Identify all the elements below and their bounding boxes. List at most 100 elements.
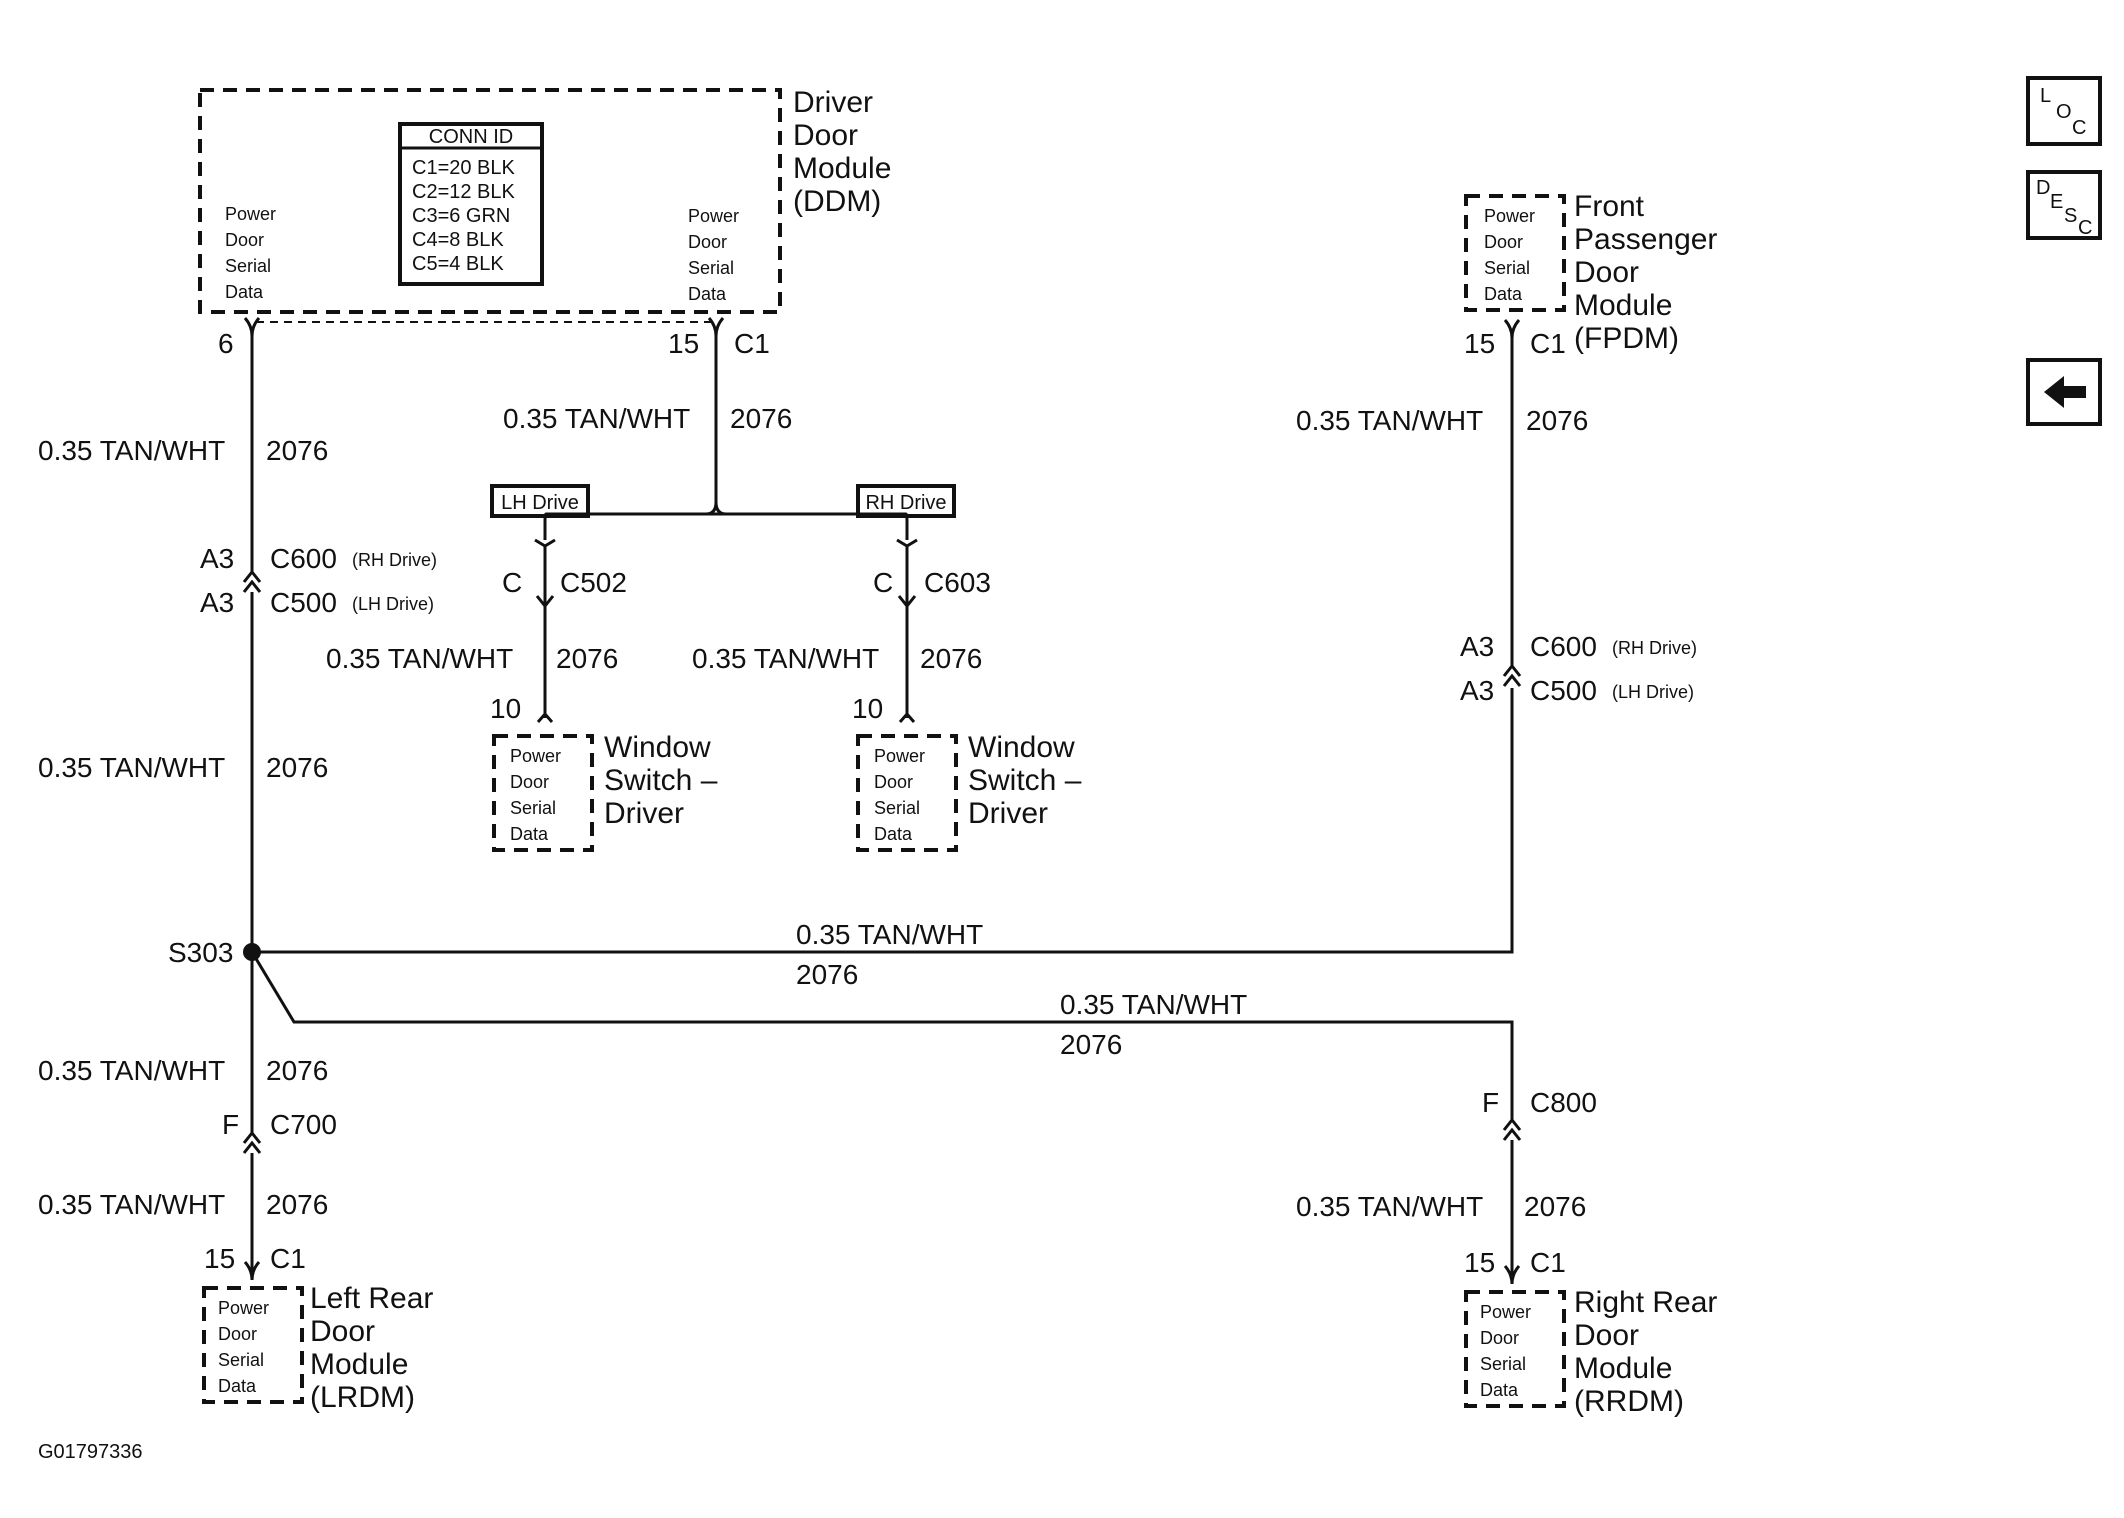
lrdm-name: (LRDM) — [310, 1381, 415, 1414]
rrdm-name: Door — [1574, 1319, 1639, 1352]
ddm-left-pin-label: Door — [225, 230, 264, 250]
c800-pin: F — [1482, 1087, 1499, 1118]
figure-id: G01797336 — [38, 1441, 143, 1463]
fpdm-pin-symbol — [1503, 319, 1521, 339]
switch-rh-pin-symbol — [898, 711, 916, 723]
description-button[interactable]: D E S C — [2026, 170, 2102, 240]
inline-connector-symbol — [1502, 663, 1522, 687]
switch-rh-pin-label: Serial — [874, 798, 920, 818]
switch-lh-pin-label: Power — [510, 746, 561, 766]
switch-rh-pin-label: Door — [874, 772, 913, 792]
wire-circuit: 2076 — [556, 643, 618, 674]
switch-rh-name: Driver — [968, 797, 1048, 830]
ddm-left-pin-label: Serial — [225, 256, 271, 276]
wire-circuit: 2076 — [266, 1055, 328, 1086]
c800-symbol — [1502, 1117, 1522, 1141]
wire-spec: 0.35 TAN/WHT — [38, 1189, 225, 1220]
fpdm-pin-label: Data — [1484, 284, 1523, 304]
wire-spec: 0.35 TAN/WHT — [326, 643, 513, 674]
c603-conn: C603 — [924, 567, 991, 598]
wire-spec: 0.35 TAN/WHT — [503, 403, 690, 434]
ddm-right-pin-label: Door — [688, 232, 727, 252]
left-rear-door-module: 15 C1 Power Door Serial Data Left Rear D… — [202, 1243, 433, 1414]
ddm-right-pin-symbol — [707, 317, 725, 337]
wire-segment — [252, 688, 1514, 954]
switch-rh-name: Window — [968, 731, 1075, 764]
switch-rh-outline — [856, 734, 958, 852]
switch-lh-pin-symbol — [536, 711, 554, 723]
wire-circuit: 2076 — [266, 752, 328, 783]
switch-rh-name: Switch – — [968, 764, 1082, 797]
lrdm-conn: C1 — [270, 1243, 306, 1274]
driver-door-module: CONN ID C1=20 BLK C2=12 BLK C3=6 GRN C4=… — [198, 86, 891, 359]
fpdm-pin-label: Power — [1484, 206, 1535, 226]
rrdm-pin-label: Data — [1480, 1380, 1519, 1400]
switch-rh-pin-label: Data — [874, 824, 913, 844]
inline-conn: C600 — [1530, 631, 1597, 662]
description-button-frame[interactable] — [2026, 170, 2102, 240]
switch-lh-name: Switch – — [604, 764, 718, 797]
fpdm-name: Module — [1574, 289, 1672, 322]
location-button[interactable]: L O C — [2026, 76, 2102, 146]
rrdm-name: Right Rear — [1574, 1286, 1717, 1319]
ddm-right-pin-label: Data — [688, 284, 727, 304]
c502-top-symbol — [534, 538, 556, 548]
fpdm-name: Passenger — [1574, 223, 1717, 256]
wire-spec: 0.35 TAN/WHT — [1296, 1191, 1483, 1222]
wire-circuit: 2076 — [796, 959, 858, 990]
ddm-left-pin-symbol — [243, 317, 261, 337]
lrdm-outline — [202, 1286, 304, 1404]
fpdm-name: Front — [1574, 190, 1645, 223]
inline-connector-symbol — [242, 569, 262, 593]
switch-lh-name: Driver — [604, 797, 684, 830]
conn-id-header: CONN ID — [429, 126, 513, 148]
wire-circuit: 2076 — [266, 435, 328, 466]
inline-note: (LH Drive) — [352, 594, 434, 614]
c700-symbol — [242, 1130, 262, 1154]
location-button-frame[interactable] — [2026, 76, 2102, 146]
switch-lh-name: Window — [604, 731, 711, 764]
rrdm-pin-label: Power — [1480, 1302, 1531, 1322]
ddm-left-pin-label: Data — [225, 282, 264, 302]
rh-drive-label: RH Drive — [865, 492, 946, 514]
fpdm-pin-label: Door — [1484, 232, 1523, 252]
conn-id-row: C1=20 BLK — [412, 157, 516, 179]
rrdm-name: Module — [1574, 1352, 1672, 1385]
splice-to-fpdm-wire: 0.35 TAN/WHT 2076 — [252, 688, 1514, 990]
switch-rh-pin-label: Power — [874, 746, 925, 766]
fpdm-conn: C1 — [1530, 328, 1566, 359]
switch-lh-outline — [492, 734, 594, 852]
ddm-left-pin-label: Power — [225, 204, 276, 224]
inline-note: (RH Drive) — [1612, 638, 1697, 658]
wire-spec: 0.35 TAN/WHT — [38, 1055, 225, 1086]
ddm-right-conn: C1 — [734, 328, 770, 359]
splice-to-rrdm-wire: 0.35 TAN/WHT 2076 — [250, 951, 1514, 1120]
description-button-letter: C — [2078, 217, 2092, 239]
lrdm-pin-label: Serial — [218, 1350, 264, 1370]
rrdm-outline — [1464, 1290, 1566, 1408]
switch-lh-pin-label: Serial — [510, 798, 556, 818]
ddm-name: Driver — [793, 86, 873, 119]
inline-pin: A3 — [200, 587, 234, 618]
description-button-letter: S — [2064, 205, 2077, 227]
wire-circuit: 2076 — [1060, 1029, 1122, 1060]
lrdm-pin: 15 — [204, 1243, 235, 1274]
ddm-outline — [198, 88, 782, 314]
splice-label: S303 — [168, 937, 233, 968]
c502-pin: C — [502, 567, 522, 598]
wire-spec: 0.35 TAN/WHT — [1060, 989, 1247, 1020]
lrdm-name: Left Rear — [310, 1282, 433, 1315]
lh-drive-tag — [490, 484, 590, 518]
front-passenger-door-module: Power Door Serial Data Front Passenger D… — [1296, 190, 1717, 706]
ddm-right-pin: 15 — [668, 328, 699, 359]
back-button[interactable] — [2026, 358, 2102, 426]
inline-pin: A3 — [200, 543, 234, 574]
window-switch-lh: 10 Power Door Serial Data Window Switch … — [490, 693, 718, 852]
fpdm-outline — [1464, 194, 1566, 312]
rh-drive-tag — [856, 484, 956, 518]
conn-id-box — [398, 122, 544, 286]
c700-pin: F — [222, 1109, 239, 1140]
ddm-name: Module — [793, 152, 891, 185]
conn-id-row: C2=12 BLK — [412, 181, 516, 203]
left-arrow-icon — [2044, 376, 2086, 408]
